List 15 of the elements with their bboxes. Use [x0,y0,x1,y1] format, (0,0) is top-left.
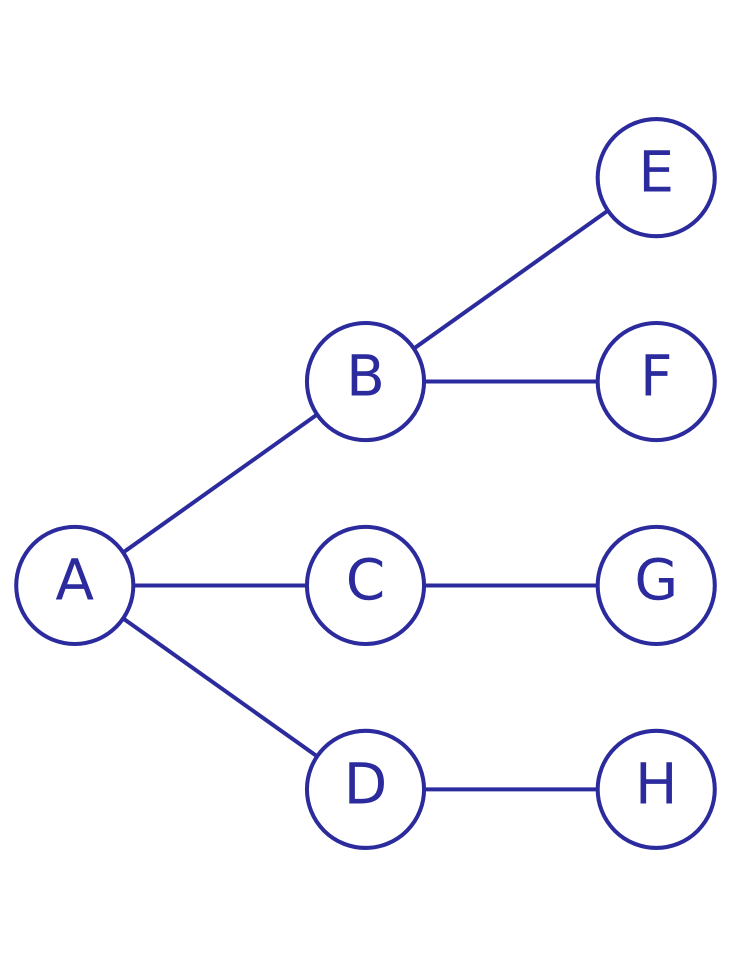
node-circle: B [304,320,426,442]
node-circle: F [596,320,717,442]
connector [413,209,609,350]
connector [133,583,306,588]
node-circle: H [596,728,717,850]
node-circle: G [596,524,717,646]
node-circle: C [304,524,426,646]
node-circle: A [14,524,136,646]
node-circle: D [304,728,426,850]
connector [122,413,318,554]
connector [424,787,597,792]
connector [424,380,597,384]
connector [424,583,597,588]
connector [122,617,318,758]
node-circle: E [596,117,717,238]
